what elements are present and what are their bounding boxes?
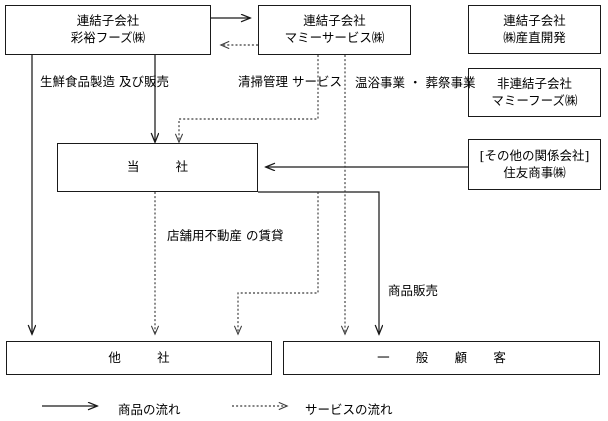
node-mamie-foods[interactable]: 非連結子会社 マミーフーズ㈱ (468, 68, 601, 117)
node-sanchoku-kaihatsu-line2: ㈱産直開発 (503, 29, 566, 45)
node-saiyu-foods[interactable]: 連結子会社 彩裕フーズ㈱ (5, 5, 211, 55)
legend-goods-flow-label: 商品の流れ (118, 402, 181, 417)
node-the-company-label: 当 社 (126, 159, 200, 175)
edge-label-store-lease: 店舗用不動産 の賃貸 (167, 228, 284, 244)
node-mamie-foods-line1: 非連結子会社 (496, 75, 572, 91)
node-sanchoku-kaihatsu[interactable]: 連結子会社 ㈱産直開発 (468, 5, 601, 54)
node-general-customers[interactable]: 一 般 顧 客 (283, 341, 600, 375)
edge-label-cleaning-service-line2: サービス (292, 74, 343, 89)
node-mamie-foods-line2: マミーフーズ㈱ (491, 92, 578, 108)
node-the-company[interactable]: 当 社 (57, 143, 258, 192)
edge-label-bath-funeral-separator: ・ (409, 75, 422, 90)
node-other-companies[interactable]: 他 社 (6, 341, 272, 375)
edge-label-fresh-food: 生鮮食品製造 及び販売 (40, 74, 169, 90)
node-other-companies-label: 他 社 (108, 349, 182, 365)
edge-label-product-sales-line1: 商品販売 (388, 283, 439, 298)
edge-label-store-lease-line2: の賃貸 (246, 228, 284, 243)
legend-service-flow-label: サービスの流れ (305, 402, 393, 417)
node-saiyu-foods-line2: 彩裕フーズ㈱ (70, 30, 146, 45)
node-mamie-service[interactable]: 連結子会社 マミーサービス㈱ (258, 5, 411, 55)
node-sanchoku-kaihatsu-line1: 連結子会社 (503, 12, 566, 28)
edge-label-product-sales: 商品販売 (388, 283, 438, 299)
node-general-customers-label: 一 般 顧 客 (377, 349, 513, 365)
node-sumitomo-corporation[interactable]: [その他の関係会社] 住友商事㈱ (468, 139, 601, 190)
edge-label-bath-funeral: 温浴事業 ・ 葬祭事業 (355, 75, 476, 91)
node-saiyu-foods-line1: 連結子会社 (76, 13, 140, 29)
edge-label-cleaning-service-line1: 清掃管理 (238, 74, 289, 89)
edge-label-fresh-food-line2: 及び販売 (119, 74, 170, 89)
node-sumitomo-line2: 住友商事㈱ (503, 164, 566, 180)
edge-label-bath-line: 温浴事業 (355, 75, 406, 90)
edge-label-funeral-line: 葬祭事業 (425, 75, 476, 90)
edge-label-cleaning-service: 清掃管理 サービス (238, 74, 342, 90)
edge-label-fresh-food-line1: 生鮮食品製造 (40, 74, 116, 89)
node-mamie-service-line2: マミーサービス㈱ (284, 30, 385, 45)
node-sumitomo-line1: [その他の関係会社] (479, 147, 590, 163)
node-mamie-service-line1: 連結子会社 (303, 13, 366, 29)
edge-label-store-lease-line1: 店舗用不動産 (167, 228, 243, 243)
